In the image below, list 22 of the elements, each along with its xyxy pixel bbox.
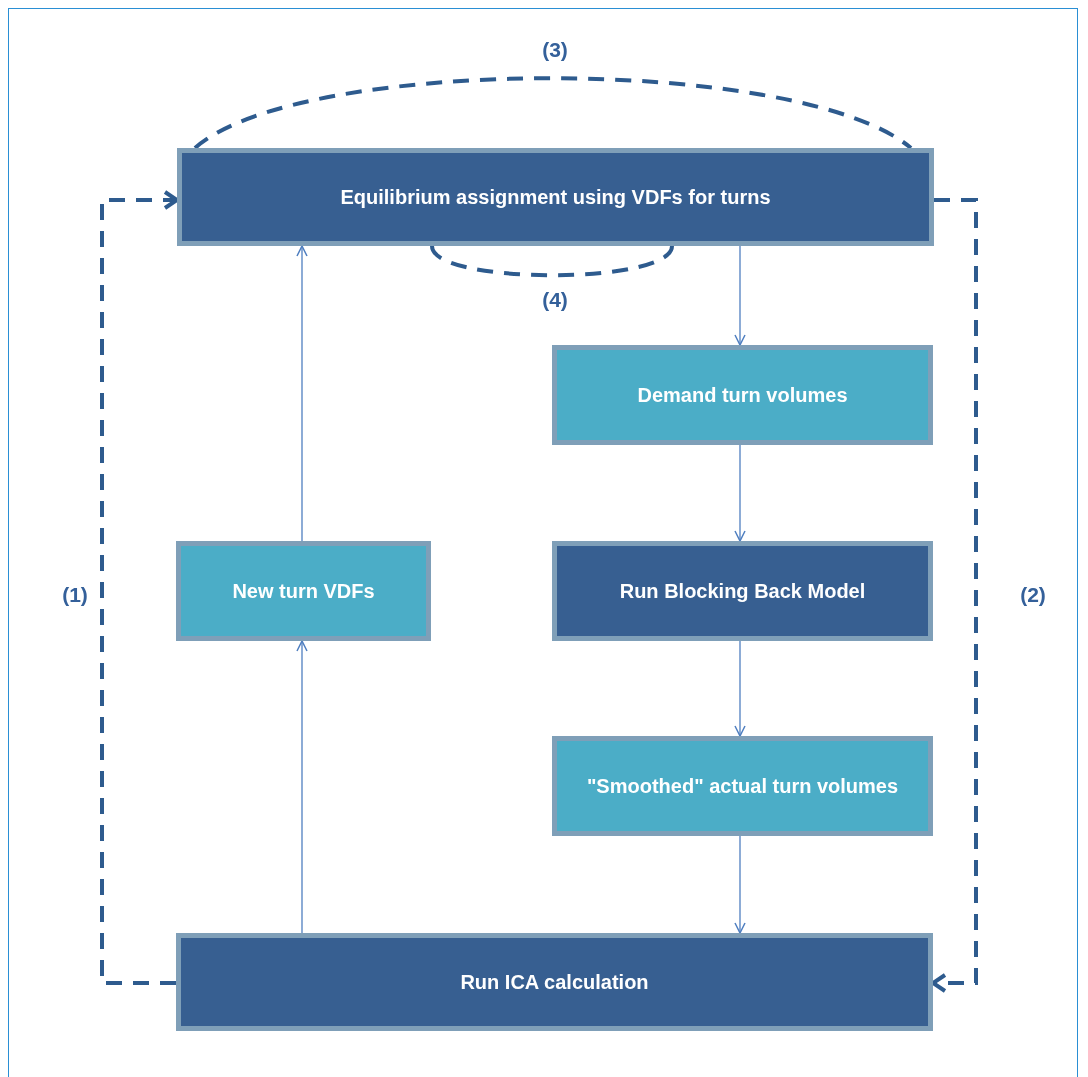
arrow: [296, 245, 308, 542]
arrow: [734, 835, 746, 934]
process-box: [552, 736, 933, 836]
process-box: [177, 148, 934, 246]
arrow: [100, 190, 179, 985]
arrow: [296, 640, 308, 934]
box-label: Run Blocking Back Model: [619, 579, 866, 604]
loop-arc: [430, 245, 674, 278]
box-label: Run ICA calculation: [460, 970, 649, 995]
process-box: [176, 933, 933, 1031]
process-box: [552, 345, 933, 445]
box-label: Equilibrium assignment using VDFs for turns: [340, 185, 771, 210]
loop-arc: [193, 76, 913, 150]
arrow: [734, 640, 746, 737]
box-label: Demand turn volumes: [637, 383, 848, 408]
process-box: [176, 541, 431, 641]
arrow: [931, 198, 978, 993]
arrow: [734, 245, 746, 346]
box-label: New turn VDFs: [232, 579, 375, 604]
box-label: "Smoothed" actual turn volumes: [586, 774, 899, 799]
arrow: [734, 444, 746, 542]
process-box: [552, 541, 933, 641]
